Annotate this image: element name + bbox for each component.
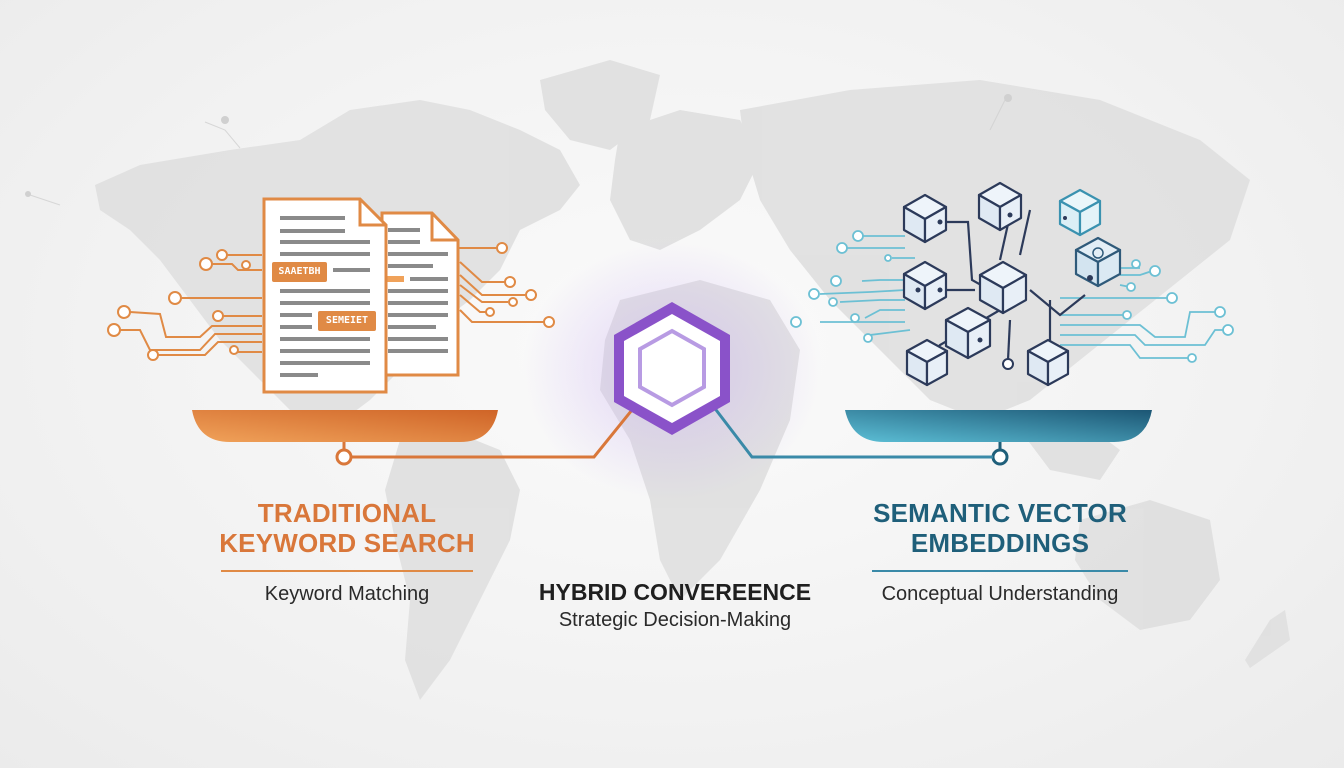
cube xyxy=(944,306,992,360)
right-divider xyxy=(872,570,1128,572)
cube xyxy=(977,181,1023,232)
right-platform xyxy=(845,410,1152,442)
doc-tag-1-label: SAAETBH xyxy=(278,266,321,277)
center-label-block: HYBRID CONVEREENCE Strategic Decision-Ma… xyxy=(520,578,830,632)
doc-tag-2-label: SEMEIET xyxy=(325,315,369,326)
cube xyxy=(1074,236,1122,288)
cube xyxy=(905,338,949,387)
right-title-line2: EMBEDDINGS xyxy=(910,528,1090,558)
cube xyxy=(1026,338,1070,387)
cube xyxy=(978,260,1028,315)
left-platform xyxy=(192,410,498,442)
left-title-line1: TRADITIONAL xyxy=(257,498,437,528)
right-title-line1: SEMANTIC VECTOR xyxy=(873,498,1127,528)
cube xyxy=(1058,188,1102,237)
center-title: HYBRID CONVEREENCE xyxy=(538,579,812,605)
search-tag-1 xyxy=(272,262,327,282)
search-tag-2 xyxy=(318,311,376,331)
left-title-line2: KEYWORD SEARCH xyxy=(219,528,475,558)
left-divider xyxy=(221,570,473,572)
left-subtitle: Keyword Matching xyxy=(264,583,430,605)
hexagon-icon xyxy=(614,302,730,435)
cube xyxy=(902,193,948,244)
right-label-block: SEMANTIC VECTOR EMBEDDINGS Conceptual Un… xyxy=(845,498,1155,606)
right-subtitle: Conceptual Understanding xyxy=(881,583,1119,605)
left-label-block: TRADITIONAL KEYWORD SEARCH Keyword Match… xyxy=(192,498,502,606)
center-subtitle: Strategic Decision-Making xyxy=(558,609,792,631)
cube xyxy=(902,260,948,311)
